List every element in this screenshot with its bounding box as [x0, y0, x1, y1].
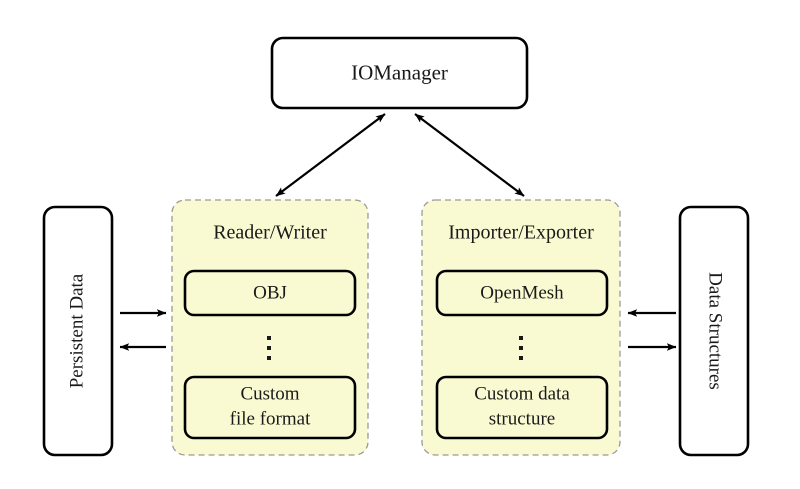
panel-item-obj[interactable]: OBJ: [183, 269, 357, 317]
reader-writer-ellipsis-icon: [267, 336, 271, 360]
iomanager-label: IOManager: [351, 60, 448, 84]
importer-exporter-panel-label: Importer/Exporter: [448, 222, 594, 244]
panel-item-custom-file-format[interactable]: Custom file format: [183, 375, 357, 440]
persistent-data-box[interactable]: [42, 205, 114, 457]
obj-label: OBJ: [253, 282, 287, 303]
node-persistent-data[interactable]: Persistent Data: [42, 205, 114, 457]
custom-data-structure-label-line1: Custom data: [474, 383, 570, 404]
panel-item-openmesh[interactable]: OpenMesh: [435, 269, 609, 317]
data-structures-box[interactable]: [678, 205, 750, 457]
connector-manager-readerwriter: [275, 113, 386, 197]
custom-file-format-box[interactable]: [183, 375, 357, 440]
panel-item-custom-data-structure[interactable]: Custom data structure: [435, 375, 609, 440]
openmesh-box[interactable]: [435, 269, 609, 317]
obj-box[interactable]: [183, 269, 357, 317]
panel-importer-exporter[interactable]: Importer/Exporter OpenMesh Custom data s…: [421, 199, 621, 456]
custom-data-structure-label-line2: structure: [489, 408, 555, 429]
panel-reader-writer[interactable]: Reader/Writer OBJ Custom file format: [171, 199, 369, 456]
node-iomanager[interactable]: IOManager: [270, 36, 529, 110]
data-structures-label: Data Structures: [705, 272, 726, 390]
node-data-structures[interactable]: Data Structures: [678, 205, 750, 457]
openmesh-label: OpenMesh: [480, 282, 564, 303]
importer-exporter-ellipsis-icon: [519, 336, 523, 360]
reader-writer-panel-label: Reader/Writer: [213, 222, 327, 244]
custom-data-structure-box[interactable]: [435, 375, 609, 440]
custom-file-format-label-line1: Custom: [240, 383, 299, 404]
custom-file-format-label-line2: file format: [230, 408, 311, 429]
persistent-data-label: Persistent Data: [66, 273, 87, 388]
connector-manager-importerexporter: [414, 113, 525, 197]
iomanager-box[interactable]: [270, 36, 529, 110]
